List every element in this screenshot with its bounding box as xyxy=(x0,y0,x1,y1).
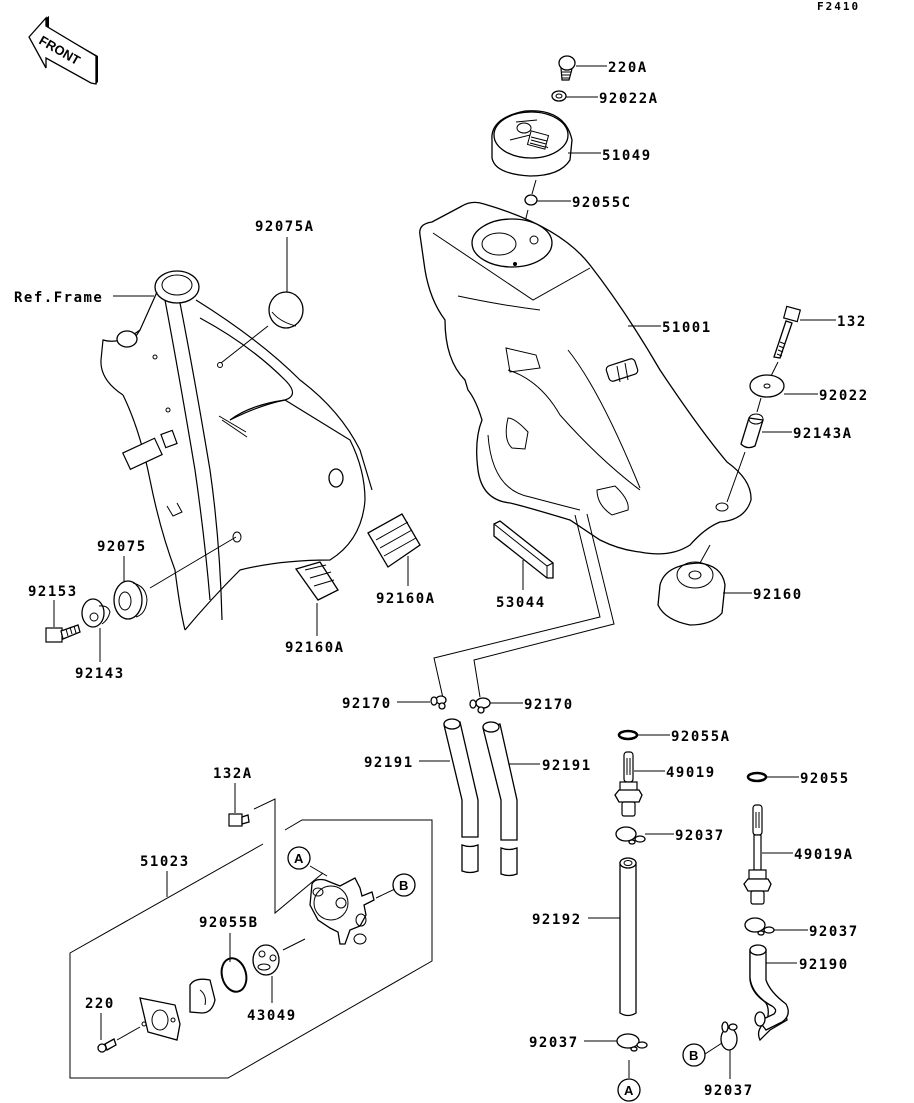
connector-b-bottom: B xyxy=(682,1043,706,1067)
strainer-49019a[interactable] xyxy=(743,804,772,905)
part-label-49019[interactable]: 49019 xyxy=(666,765,716,781)
part-label-92153[interactable]: 92153 xyxy=(28,584,78,600)
clip-92170-left[interactable] xyxy=(430,695,447,710)
part-label-92037-upper[interactable]: 92037 xyxy=(675,828,725,844)
part-label-220[interactable]: 220 xyxy=(85,996,115,1012)
o-ring-92055a[interactable] xyxy=(617,729,639,741)
part-label-92037-b[interactable]: 92037 xyxy=(704,1083,754,1099)
reference-frame-label: Ref.Frame xyxy=(14,290,103,306)
part-label-92037-right[interactable]: 92037 xyxy=(809,924,859,940)
clip-92170-right[interactable] xyxy=(469,697,491,714)
part-label-92055A[interactable]: 92055A xyxy=(671,729,731,745)
fuel-cock-body-51023[interactable] xyxy=(309,877,375,945)
part-label-43049[interactable]: 43049 xyxy=(247,1008,297,1024)
part-label-92170-right[interactable]: 92170 xyxy=(524,697,574,713)
part-label-92190[interactable]: 92190 xyxy=(799,957,849,973)
part-label-92143[interactable]: 92143 xyxy=(75,666,125,682)
part-label-51049[interactable]: 51049 xyxy=(602,148,652,164)
o-ring-92055c[interactable] xyxy=(524,194,538,206)
hose-92190[interactable] xyxy=(749,944,789,1042)
gasket-43049[interactable] xyxy=(252,944,280,976)
part-label-92191-right[interactable]: 92191 xyxy=(542,758,592,774)
clip-92037-upper[interactable] xyxy=(615,826,646,845)
collar-92143a[interactable] xyxy=(740,413,764,449)
cap-92075a[interactable] xyxy=(268,291,304,329)
part-label-92022[interactable]: 92022 xyxy=(819,388,869,404)
part-label-132[interactable]: 132 xyxy=(837,314,867,330)
part-label-92192[interactable]: 92192 xyxy=(532,912,582,928)
part-label-132A[interactable]: 132A xyxy=(213,766,253,782)
plate-fuel-cock[interactable] xyxy=(139,997,181,1041)
part-label-92075[interactable]: 92075 xyxy=(97,539,147,555)
connector-a-bottom: A xyxy=(617,1078,641,1102)
washer-92022a[interactable] xyxy=(551,90,567,102)
clip-92037-right[interactable] xyxy=(744,917,775,936)
part-label-92055C[interactable]: 92055C xyxy=(572,195,632,211)
part-label-92037-lower[interactable]: 92037 xyxy=(529,1035,579,1051)
hose-92191-right[interactable] xyxy=(482,721,518,877)
part-label-51001[interactable]: 51001 xyxy=(662,320,712,336)
svg-text:A: A xyxy=(294,851,304,866)
part-label-49019A[interactable]: 49019A xyxy=(794,847,854,863)
fuel-tank-51001[interactable] xyxy=(419,201,752,555)
screw-220a[interactable] xyxy=(558,55,576,81)
clip-92037-b[interactable] xyxy=(720,1021,738,1051)
rubber-92160[interactable] xyxy=(657,561,726,626)
bolt-132[interactable] xyxy=(773,305,802,359)
part-label-92170-left[interactable]: 92170 xyxy=(342,696,392,712)
strainer-49019[interactable] xyxy=(614,751,643,817)
front-arrow-icon: FRONT xyxy=(28,16,98,85)
part-label-92075A[interactable]: 92075A xyxy=(255,219,315,235)
pad-92160a-small[interactable] xyxy=(294,561,339,601)
screw-220[interactable] xyxy=(97,1038,117,1053)
svg-text:B: B xyxy=(399,878,408,893)
collar-92143[interactable] xyxy=(81,598,111,628)
part-label-220A[interactable]: 220A xyxy=(608,60,648,76)
part-label-92055B[interactable]: 92055B xyxy=(199,915,259,931)
part-label-92160A-small[interactable]: 92160A xyxy=(285,640,345,656)
part-label-53044[interactable]: 53044 xyxy=(496,595,546,611)
bolt-132a[interactable] xyxy=(228,813,250,827)
part-label-92143A[interactable]: 92143A xyxy=(793,426,853,442)
part-label-92160A-large[interactable]: 92160A xyxy=(376,591,436,607)
reference-frame xyxy=(100,270,373,631)
o-ring-92055b[interactable] xyxy=(218,955,250,994)
part-label-51023[interactable]: 51023 xyxy=(140,854,190,870)
clip-92037-lower[interactable] xyxy=(616,1033,648,1052)
grommet-92075[interactable] xyxy=(113,580,148,620)
part-label-92160[interactable]: 92160 xyxy=(753,587,803,603)
pad-92160a-large[interactable] xyxy=(367,513,421,568)
connector-a-pump: A xyxy=(287,846,311,870)
svg-text:A: A xyxy=(624,1083,634,1098)
part-label-92055[interactable]: 92055 xyxy=(800,771,850,787)
part-label-92191-left[interactable]: 92191 xyxy=(364,755,414,771)
svg-text:B: B xyxy=(689,1048,698,1063)
connector-b-pump: B xyxy=(392,873,416,897)
o-ring-92055[interactable] xyxy=(746,771,768,783)
hose-92192[interactable] xyxy=(619,857,637,1017)
figure-code: F2410 xyxy=(817,0,860,13)
bolt-92153[interactable] xyxy=(45,624,81,643)
fuel-cap-51049[interactable] xyxy=(491,110,573,177)
lever-valve[interactable] xyxy=(189,978,216,1014)
damper-53044[interactable] xyxy=(493,520,554,579)
washer-92022[interactable] xyxy=(749,374,785,398)
hose-92191-left[interactable] xyxy=(443,718,479,874)
part-label-92022A[interactable]: 92022A xyxy=(599,91,659,107)
